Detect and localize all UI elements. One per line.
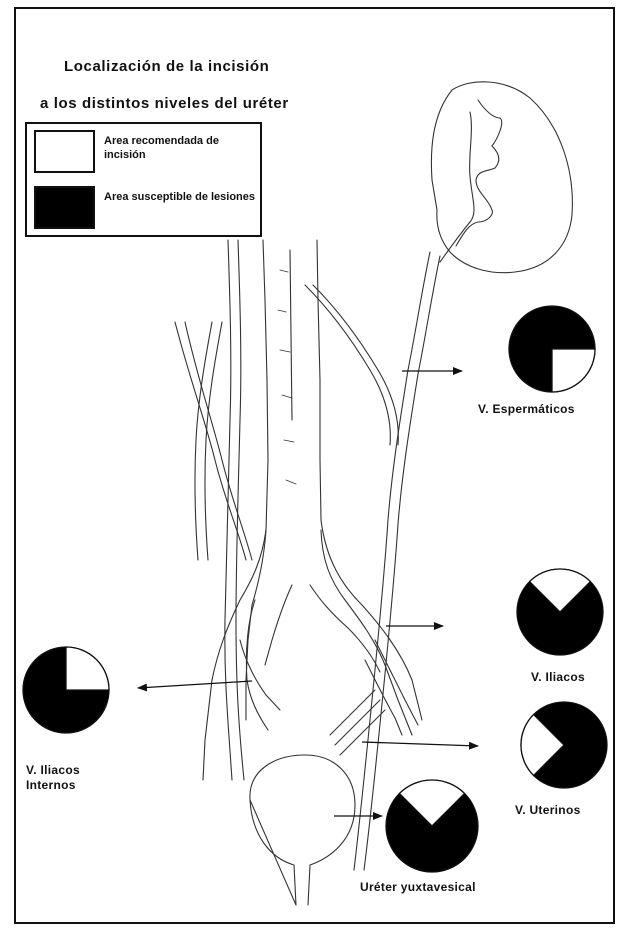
arrow-iliacos-internos — [138, 681, 252, 688]
label-v-iliacos-internos: V. Iliacos Internos — [26, 763, 126, 793]
right-gonadal-b — [313, 285, 398, 445]
pie-espermaticos-recommended — [552, 349, 595, 392]
label-ureter-yuxtavesical: Uréter yuxtavesical — [360, 880, 476, 894]
iliac-branch-1 — [265, 585, 292, 665]
arrow-uterinos — [362, 742, 478, 746]
bladder-outline — [250, 755, 355, 905]
label-v-uterinos: V. Uterinos — [515, 803, 581, 817]
right-ureter-a — [354, 252, 430, 870]
left-vessel-a — [225, 240, 232, 780]
aorta-right-wall — [317, 240, 422, 720]
renal-pelvis — [440, 112, 474, 262]
aorta-mid-line — [290, 250, 292, 420]
aorta-left-wall — [203, 240, 268, 780]
left-ovarian-a — [175, 322, 246, 560]
pie-iliacos_internos-recommended — [66, 647, 109, 690]
label-v-espermaticos: V. Espermáticos — [478, 402, 575, 416]
left-ovarian-b — [185, 322, 252, 560]
right-ureter-b — [364, 256, 440, 870]
kidney-hilum — [456, 100, 502, 246]
left-cross-b — [205, 322, 222, 560]
aorta-hatch — [278, 270, 296, 484]
label-v-iliacos: V. Iliacos — [531, 670, 585, 684]
right-common-iliac — [321, 530, 412, 735]
left-vessel-b — [236, 240, 244, 780]
iliac-branch-2 — [310, 585, 380, 672]
